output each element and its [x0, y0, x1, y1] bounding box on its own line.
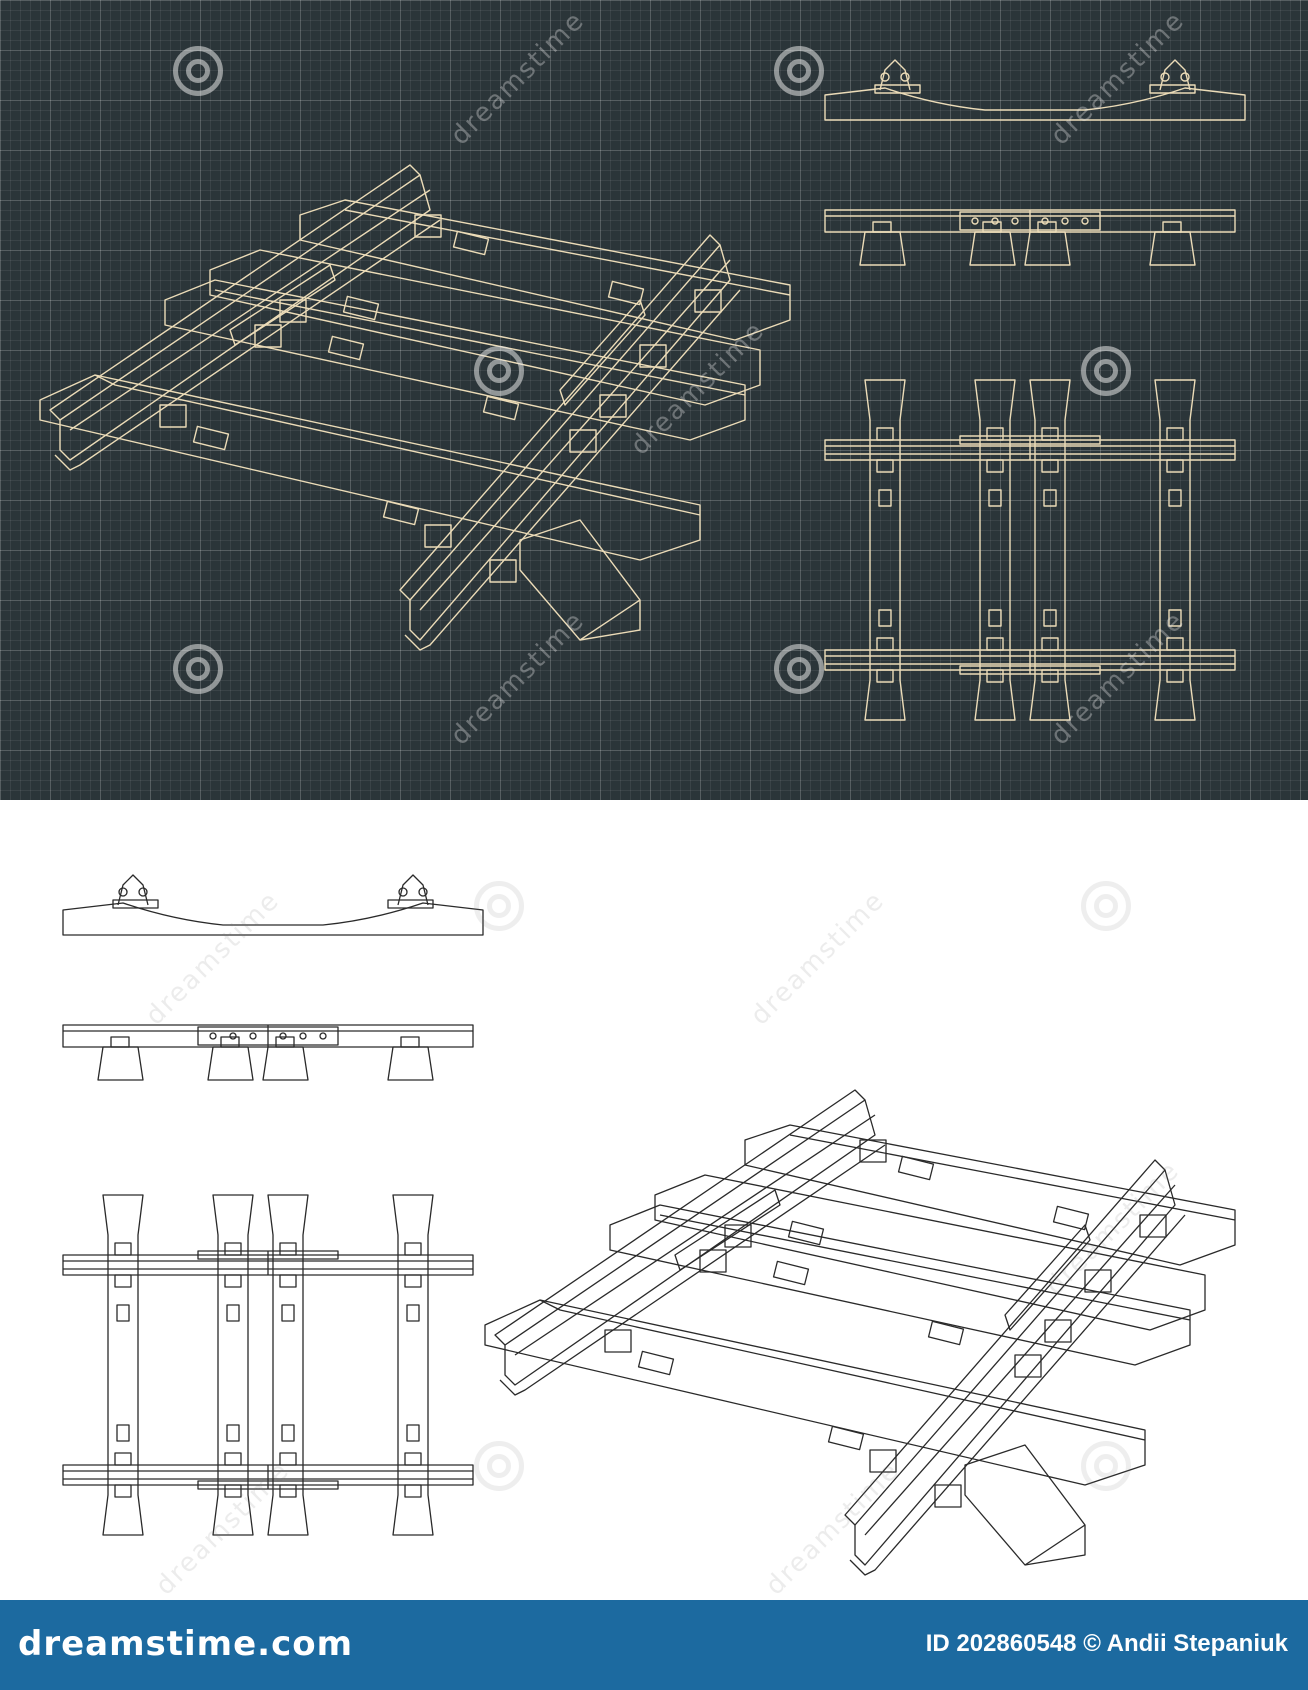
spiral-logo-icon — [1075, 875, 1137, 937]
footer-credit: ID 202860548 © Andii Stepaniuk — [926, 1630, 1288, 1658]
spiral-logo-icon — [468, 875, 530, 937]
spiral-logo-icon — [1075, 340, 1137, 402]
spiral-logo-icon — [1075, 1435, 1137, 1497]
footer-bar: dreamstime.com ID 202860548 © Andii Step… — [0, 1600, 1308, 1690]
spiral-logo-icon — [167, 638, 229, 700]
top-plan-view — [824, 379, 1236, 721]
spiral-logo-icon — [468, 1435, 530, 1497]
blueprint-panel: dreamstime dreamstime dreamstime dreamst… — [0, 0, 1308, 800]
spiral-logo-icon — [768, 40, 830, 102]
image-id: ID 202860548 — [925, 1630, 1077, 1657]
side-profile-view — [824, 59, 1246, 121]
footer-brand-logo[interactable]: dreamstime.com — [18, 1624, 354, 1664]
author-credit: © Andii Stepaniuk — [1083, 1630, 1288, 1657]
front-elevation-view — [824, 209, 1236, 266]
spiral-logo-icon — [768, 638, 830, 700]
front-elevation-view — [62, 1024, 474, 1081]
line-drawing-panel: dreamstime dreamstime dreamstime dreamst… — [0, 800, 1308, 1601]
spiral-logo-icon — [468, 340, 530, 402]
spiral-logo-icon — [167, 40, 229, 102]
